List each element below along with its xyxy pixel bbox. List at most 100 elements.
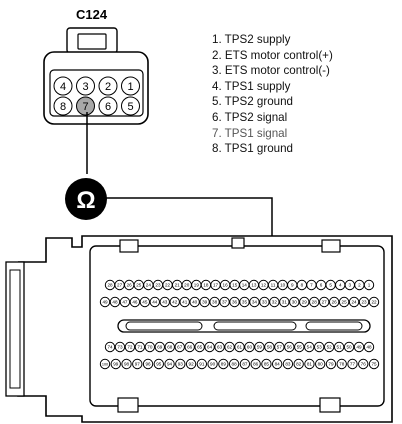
pin-label: 33: [262, 300, 268, 305]
pin: [207, 358, 218, 370]
pin-label: 50: [347, 345, 353, 350]
pin: [363, 279, 375, 291]
pin-legend: 1. TPS2 supply 2. ETS motor control(+) 3…: [212, 32, 333, 157]
pin-label: 1: [127, 81, 133, 93]
pin: [358, 296, 370, 308]
pin: [189, 296, 200, 308]
pin-label: 49: [102, 300, 108, 305]
pin-label: 86: [253, 362, 259, 367]
pin-label: 5: [329, 283, 332, 288]
pin-label: 73: [117, 345, 123, 350]
pin: [271, 358, 283, 370]
pin: [214, 341, 225, 353]
pin: [218, 358, 229, 370]
pin: [244, 341, 255, 353]
pin: [347, 358, 358, 370]
pin-label: 84: [275, 362, 281, 367]
pin-label: 15: [232, 283, 238, 288]
pin-label: 54: [307, 345, 313, 350]
pin: [154, 341, 166, 353]
pin-label: 75: [371, 362, 377, 367]
pin: [144, 341, 156, 353]
pin-label: 95: [156, 362, 162, 367]
pin: [294, 341, 305, 353]
pin-label: 59: [257, 345, 263, 350]
pin: [132, 358, 143, 370]
pin-label: 85: [264, 362, 270, 367]
pin-label: 88: [232, 362, 238, 367]
pin-label: 68: [167, 345, 173, 350]
pin-label: 48: [366, 345, 372, 350]
pin: [249, 296, 260, 308]
pin: [336, 358, 347, 370]
pin: [284, 341, 295, 353]
pin: [282, 358, 294, 370]
pin: [250, 358, 261, 370]
pin-label: 52: [327, 345, 333, 350]
pin: [279, 296, 290, 308]
pin: [53, 76, 73, 96]
ecm-center-slot: [213, 321, 297, 331]
pin-label: 4: [339, 283, 342, 288]
pin: [209, 296, 220, 308]
pin: [264, 341, 275, 353]
pin-label: 74: [107, 345, 113, 350]
pin-label: 9: [291, 283, 294, 288]
pin: [353, 341, 365, 353]
pin-label: 45: [142, 300, 148, 305]
pin-label: 7: [82, 101, 88, 113]
legend-item: 7. TPS1 signal: [212, 126, 288, 140]
pin-label: 6: [105, 101, 111, 113]
pin: [159, 296, 170, 308]
pin: [229, 296, 240, 308]
pin-label: 29: [302, 300, 308, 305]
pin: [333, 341, 345, 353]
pin-label: 28: [107, 283, 113, 288]
pin-label: 40: [192, 300, 198, 305]
pin: [121, 358, 132, 370]
pin-label: 96: [145, 362, 151, 367]
pin-label: 11: [271, 283, 276, 288]
pin-label: 4: [60, 81, 66, 93]
pin-label: 22: [165, 283, 171, 288]
pin: [259, 296, 270, 308]
pin-label: 2: [105, 81, 111, 93]
pin-label: 21: [175, 283, 181, 288]
pin: [142, 358, 154, 370]
pin: [76, 76, 95, 96]
pin: [121, 96, 140, 116]
pin: [304, 358, 315, 370]
pin-label: 70: [147, 345, 153, 350]
pin-label: 46: [132, 300, 138, 305]
pin-label: 51: [337, 345, 343, 350]
pin-label: 5: [127, 101, 133, 113]
pin: [368, 296, 380, 308]
pin-label: 97: [135, 362, 141, 367]
pin-label: 55: [297, 345, 303, 350]
pin-label: 7: [310, 283, 313, 288]
ecm-bottom-key: [319, 397, 341, 413]
pin: [304, 341, 315, 353]
ohmmeter: Ω: [65, 178, 107, 220]
pin-label: 58: [267, 345, 273, 350]
pin: [98, 76, 118, 96]
pin: [139, 296, 151, 308]
ecm-center-slot: [125, 321, 203, 331]
pin: [124, 341, 136, 353]
pin: [239, 296, 250, 308]
pin-label: 30: [292, 300, 298, 305]
pin-label: 25: [136, 283, 142, 288]
pin: [234, 341, 245, 353]
pin: [104, 341, 116, 353]
pin-label: 87: [242, 362, 248, 367]
pin: [99, 358, 111, 370]
ecm-top-key: [231, 237, 245, 249]
pin-label: 8: [301, 283, 304, 288]
pin-label: 22: [371, 300, 377, 305]
pin-label: 100: [102, 362, 108, 366]
pin-label: 27: [117, 283, 123, 288]
pin: [261, 358, 272, 370]
pin-label: 76: [361, 362, 367, 367]
